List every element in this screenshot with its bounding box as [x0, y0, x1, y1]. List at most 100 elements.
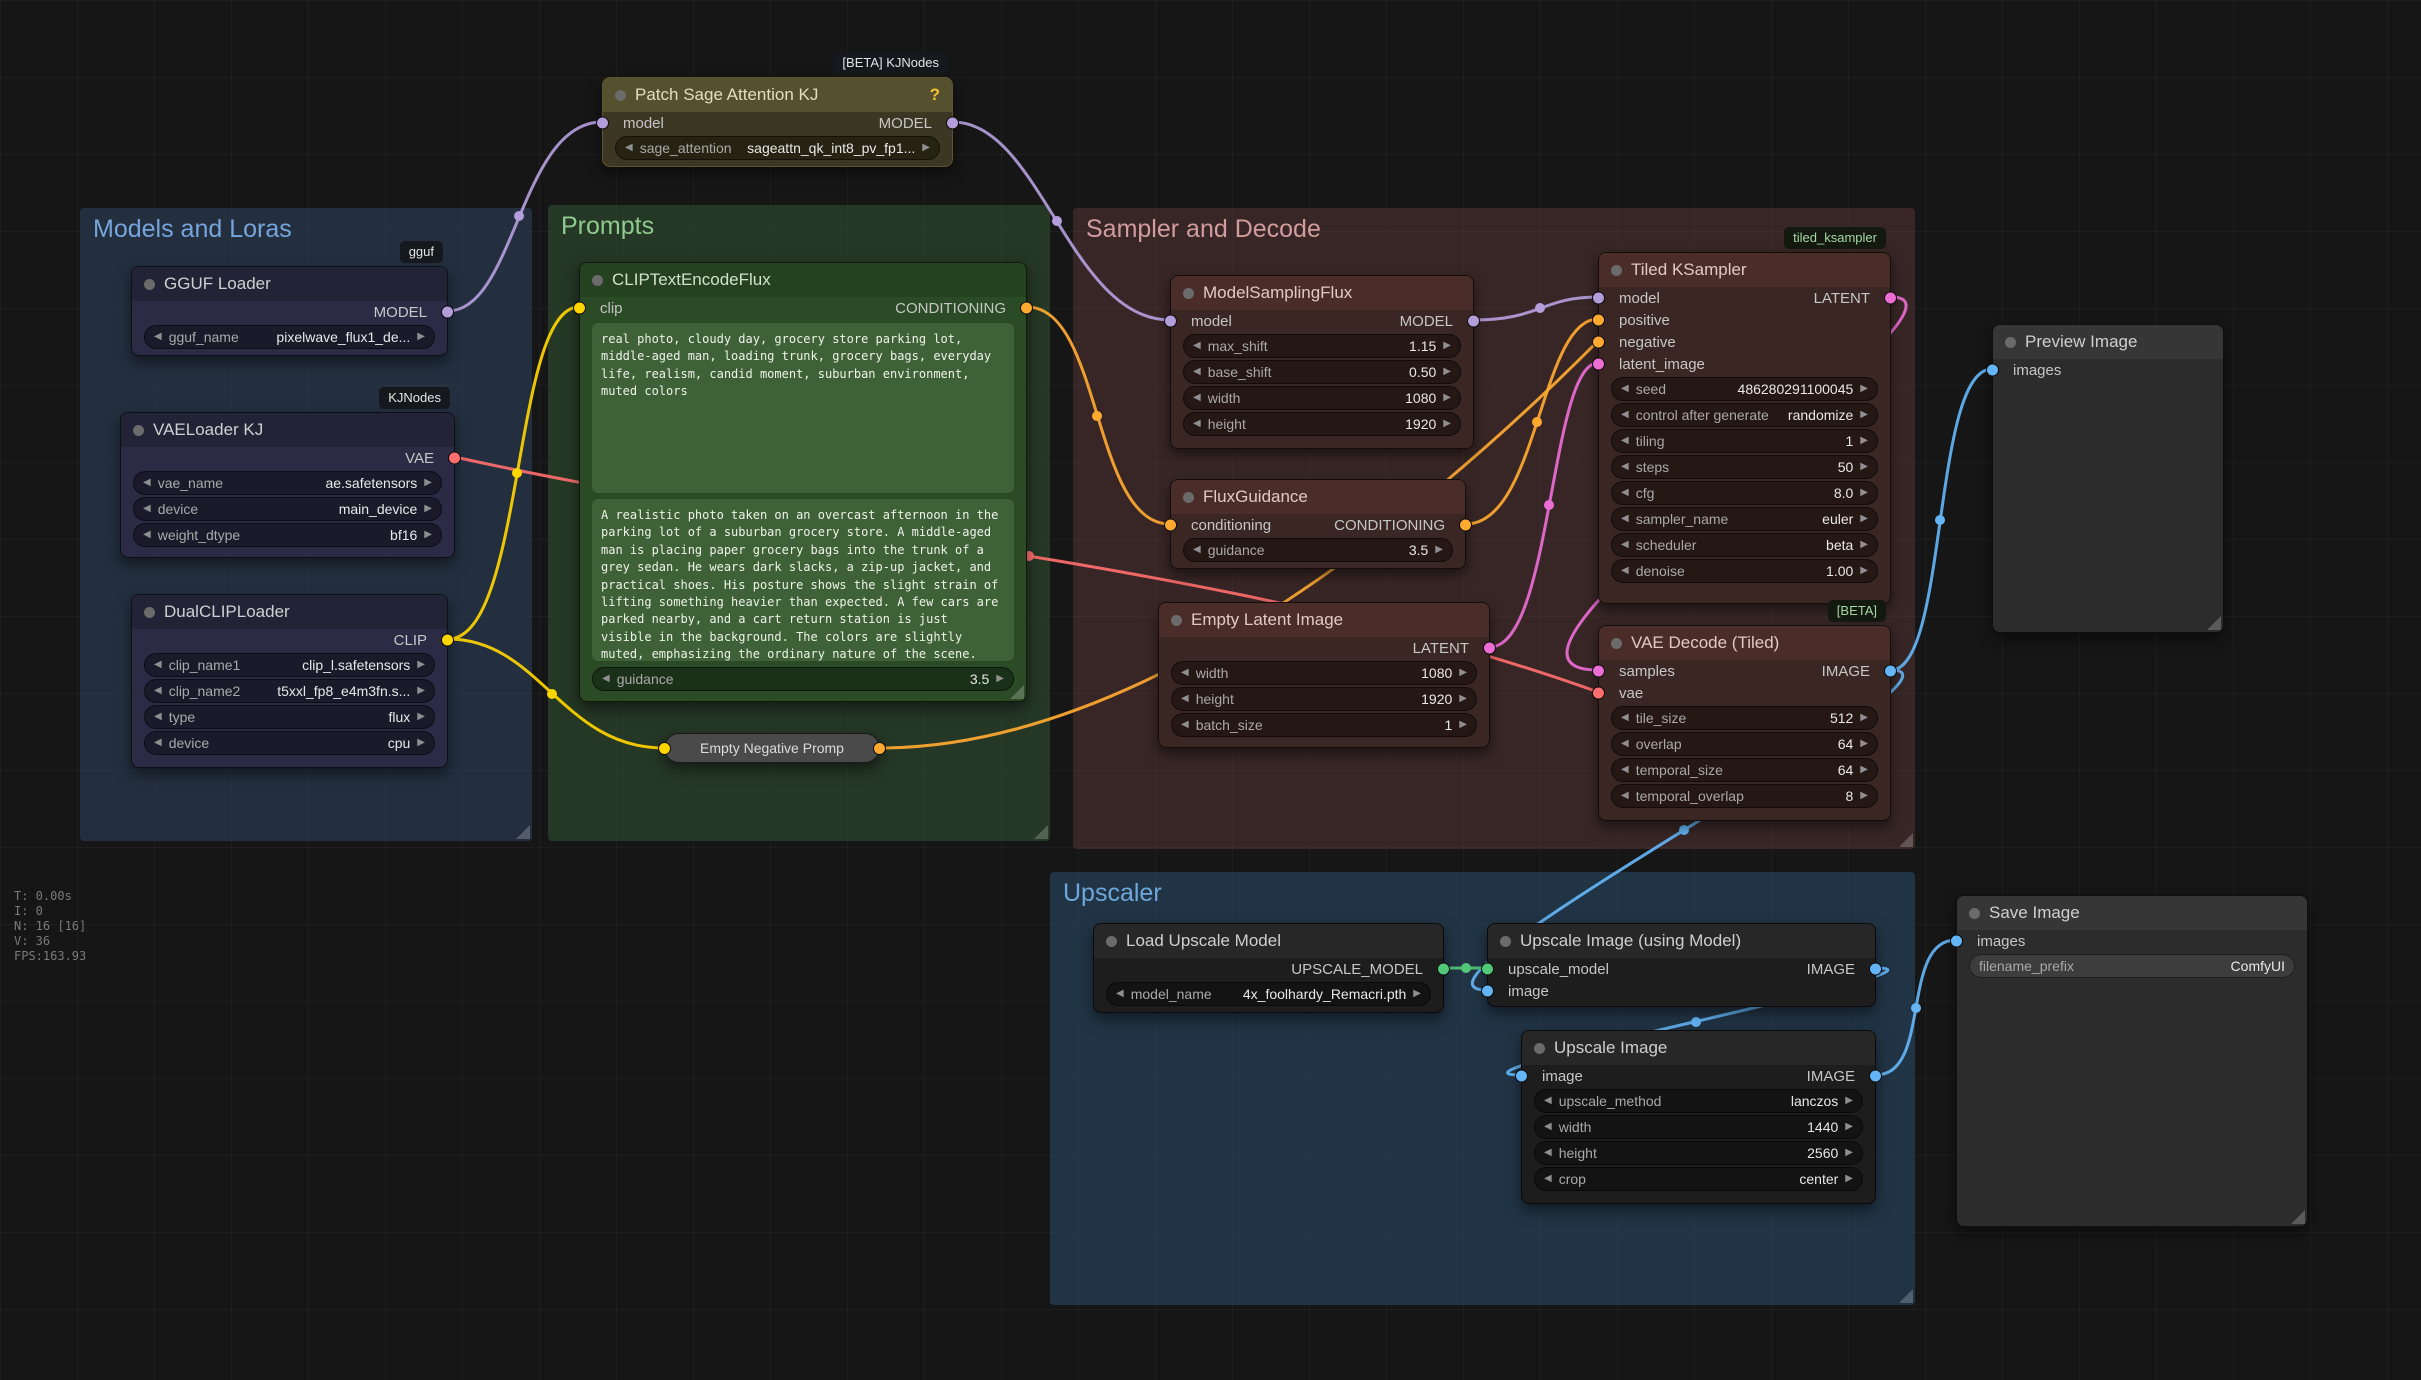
resize-handle-icon[interactable]	[2207, 616, 2221, 630]
decrement-icon[interactable]: ◀	[154, 660, 162, 670]
conditioning-output-port[interactable]	[873, 742, 886, 755]
resize-handle-icon[interactable]	[516, 825, 530, 839]
increment-icon[interactable]: ▶	[1459, 720, 1467, 730]
model-name-widget[interactable]: ◀ model_name 4x_foolhardy_Remacri.pth ▶	[1106, 982, 1431, 1006]
decrement-icon[interactable]: ◀	[1544, 1096, 1552, 1106]
node-tiled-ksampler[interactable]: tiled_ksampler Tiled KSampler model LATE…	[1598, 252, 1891, 604]
increment-icon[interactable]: ▶	[1435, 545, 1443, 555]
image-input-port[interactable]	[1481, 985, 1494, 998]
decrement-icon[interactable]: ◀	[1181, 694, 1189, 704]
upscale-model-output-port[interactable]	[1437, 963, 1450, 976]
increment-icon[interactable]: ▶	[1860, 514, 1868, 524]
decrement-icon[interactable]: ◀	[154, 332, 162, 342]
increment-icon[interactable]: ▶	[1860, 462, 1868, 472]
decrement-icon[interactable]: ◀	[1621, 765, 1629, 775]
decrement-icon[interactable]: ◀	[1621, 566, 1629, 576]
node-title-bar[interactable]: CLIPTextEncodeFlux	[580, 263, 1026, 297]
increment-icon[interactable]: ▶	[1860, 384, 1868, 394]
collapse-dot-icon[interactable]	[133, 425, 144, 436]
batch-size-widget[interactable]: ◀ batch_size 1 ▶	[1171, 713, 1477, 737]
temporal-overlap-widget[interactable]: ◀ temporal_overlap 8 ▶	[1611, 784, 1878, 808]
node-title-bar[interactable]: Load Upscale Model	[1094, 924, 1443, 958]
resize-handle-icon[interactable]	[1899, 833, 1913, 847]
increment-icon[interactable]: ▶	[1860, 410, 1868, 420]
collapsed-input-port[interactable]	[658, 742, 671, 755]
max-shift-widget[interactable]: ◀ max_shift 1.15 ▶	[1183, 334, 1461, 358]
node-title-bar[interactable]: VAELoader KJ	[121, 413, 454, 447]
increment-icon[interactable]: ▶	[1860, 488, 1868, 498]
positive-input-port[interactable]	[1592, 314, 1605, 327]
increment-icon[interactable]: ▶	[424, 478, 432, 488]
width-widget[interactable]: ◀ width 1080 ▶	[1183, 386, 1461, 410]
cfg-widget[interactable]: ◀ cfg 8.0 ▶	[1611, 481, 1878, 505]
collapse-dot-icon[interactable]	[1183, 288, 1194, 299]
increment-icon[interactable]: ▶	[424, 504, 432, 514]
decrement-icon[interactable]: ◀	[154, 686, 162, 696]
resize-handle-icon[interactable]	[1899, 1289, 1913, 1303]
increment-icon[interactable]: ▶	[417, 686, 425, 696]
decrement-icon[interactable]: ◀	[1621, 713, 1629, 723]
collapse-dot-icon[interactable]	[592, 275, 603, 286]
model-input-port[interactable]	[1592, 292, 1605, 305]
increment-icon[interactable]: ▶	[417, 712, 425, 722]
image-input-port[interactable]	[1515, 1070, 1528, 1083]
node-title-bar[interactable]: GGUF Loader	[132, 267, 447, 301]
decrement-icon[interactable]: ◀	[1181, 720, 1189, 730]
decrement-icon[interactable]: ◀	[1621, 462, 1629, 472]
image-output-port[interactable]	[1869, 1070, 1882, 1083]
increment-icon[interactable]: ▶	[417, 660, 425, 670]
node-dual-clip-loader[interactable]: DualCLIPLoader CLIP ◀ clip_name1 clip_l.…	[131, 594, 448, 768]
vae-name-widget[interactable]: ◀ vae_name ae.safetensors ▶	[133, 471, 442, 495]
node-title-bar[interactable]: FluxGuidance	[1171, 480, 1465, 514]
node-title-bar[interactable]: Save Image	[1957, 896, 2307, 930]
filename-prefix-widget[interactable]: filename_prefix ComfyUI	[1969, 954, 2295, 978]
latent-output-port[interactable]	[1884, 292, 1897, 305]
increment-icon[interactable]: ▶	[1459, 694, 1467, 704]
image-output-port[interactable]	[1884, 665, 1897, 678]
decrement-icon[interactable]: ◀	[1621, 384, 1629, 394]
increment-icon[interactable]: ▶	[1443, 419, 1451, 429]
collapse-dot-icon[interactable]	[1611, 638, 1622, 649]
clip-name2-widget[interactable]: ◀ clip_name2 t5xxl_fp8_e4m3fn.s... ▶	[144, 679, 435, 703]
collapse-dot-icon[interactable]	[1969, 908, 1980, 919]
increment-icon[interactable]: ▶	[1845, 1096, 1853, 1106]
collapse-dot-icon[interactable]	[1171, 615, 1182, 626]
node-title-bar[interactable]: Tiled KSampler	[1599, 253, 1890, 287]
node-empty-latent-image[interactable]: Empty Latent Image LATENT ◀ width 1080 ▶…	[1158, 602, 1490, 748]
resize-handle-icon[interactable]	[2291, 1210, 2305, 1224]
sampler-name-widget[interactable]: ◀ sampler_name euler ▶	[1611, 507, 1878, 531]
scheduler-widget[interactable]: ◀ scheduler beta ▶	[1611, 533, 1878, 557]
decrement-icon[interactable]: ◀	[1193, 545, 1201, 555]
collapse-dot-icon[interactable]	[1183, 492, 1194, 503]
decrement-icon[interactable]: ◀	[1193, 367, 1201, 377]
node-flux-guidance[interactable]: FluxGuidance conditioning CONDITIONING ◀…	[1170, 479, 1466, 569]
increment-icon[interactable]: ▶	[1443, 367, 1451, 377]
base-shift-widget[interactable]: ◀ base_shift 0.50 ▶	[1183, 360, 1461, 384]
decrement-icon[interactable]: ◀	[1621, 739, 1629, 749]
model-output-port[interactable]	[1467, 315, 1480, 328]
upscale-method-widget[interactable]: ◀ upscale_method lanczos ▶	[1534, 1089, 1863, 1113]
increment-icon[interactable]: ▶	[1443, 341, 1451, 351]
decrement-icon[interactable]: ◀	[143, 478, 151, 488]
increment-icon[interactable]: ▶	[996, 674, 1004, 684]
seed-widget[interactable]: ◀ seed 486280291100045 ▶	[1611, 377, 1878, 401]
image-output-port[interactable]	[1869, 963, 1882, 976]
decrement-icon[interactable]: ◀	[1621, 436, 1629, 446]
vae-input-port[interactable]	[1592, 687, 1605, 700]
increment-icon[interactable]: ▶	[1860, 765, 1868, 775]
resize-handle-icon[interactable]	[1010, 685, 1024, 699]
model-output-port[interactable]	[946, 117, 959, 130]
temporal-size-widget[interactable]: ◀ temporal_size 64 ▶	[1611, 758, 1878, 782]
clip-output-port[interactable]	[441, 634, 454, 647]
height-widget[interactable]: ◀ height 1920 ▶	[1183, 412, 1461, 436]
increment-icon[interactable]: ▶	[417, 332, 425, 342]
decrement-icon[interactable]: ◀	[1544, 1122, 1552, 1132]
node-preview-image[interactable]: Preview Image images	[1992, 324, 2224, 633]
collapse-dot-icon[interactable]	[1611, 265, 1622, 276]
node-title-bar[interactable]: Preview Image	[1993, 325, 2223, 359]
height-widget[interactable]: ◀ height 1920 ▶	[1171, 687, 1477, 711]
node-empty-negative-prompt[interactable]: Empty Negative Promp	[664, 733, 880, 763]
images-input-port[interactable]	[1986, 364, 1999, 377]
decrement-icon[interactable]: ◀	[1621, 488, 1629, 498]
increment-icon[interactable]: ▶	[1860, 540, 1868, 550]
